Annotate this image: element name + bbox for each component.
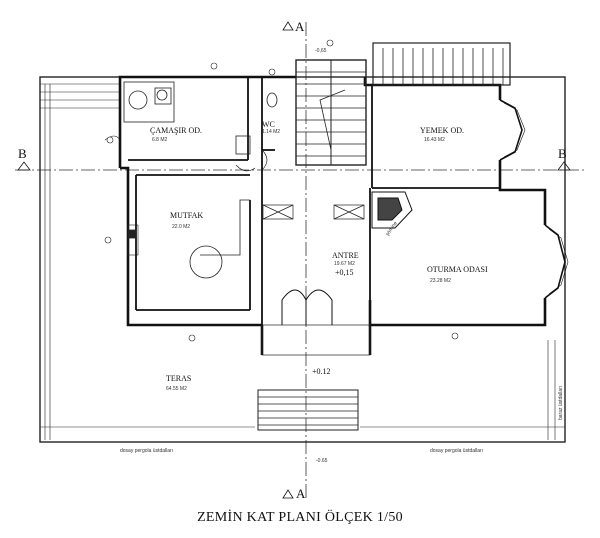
window-markers — [104, 39, 459, 342]
room-label-oturma: OTURMA ODASI — [427, 265, 488, 274]
room-area-yemek: 16.43 M2 — [424, 137, 445, 143]
wardrobes — [262, 204, 365, 220]
room-label-wc: WC — [262, 120, 275, 129]
entrance-platform — [261, 324, 371, 356]
room-label-yemek: YEMEK OD. — [420, 126, 464, 135]
level-bottom: -0.65 — [316, 458, 328, 464]
toilet — [266, 92, 278, 108]
kitchen-fixtures — [127, 199, 250, 279]
dishwasher — [127, 229, 137, 239]
section-marker-b-left: B — [17, 146, 31, 171]
room-area-camasir: 6.8 M2 — [152, 137, 168, 143]
room-label-camasir: ÇAMAŞIR OD. — [150, 126, 202, 135]
svg-text:A: A — [296, 486, 306, 501]
svg-text:B: B — [558, 146, 567, 161]
room-area-wc: 1.14 M2 — [262, 129, 280, 135]
level-antre: +0,15 — [335, 268, 354, 277]
interior-walls — [128, 77, 500, 325]
room-label-antre: ANTRE — [332, 251, 359, 260]
bay-window-yemek — [499, 99, 526, 161]
room-label-teras: TERAS — [166, 374, 191, 383]
note-right: dosay pergola üstdalları — [430, 448, 483, 454]
level-terrace: +0.12 — [312, 367, 331, 376]
fireplace-label: şömine — [385, 220, 399, 237]
note-side: baraz üstdalları — [558, 386, 564, 420]
room-area-teras: 64.55 M2 — [166, 386, 187, 392]
room-area-antre: 19.67 M2 — [334, 261, 355, 267]
section-marker-a-bottom: A — [282, 486, 306, 501]
drawing-title: ZEMİN KAT PLANI ÖLÇEK 1/50 — [197, 510, 403, 525]
room-area-mutfak: 22.0 M2 — [172, 224, 190, 230]
svg-text:A: A — [295, 19, 305, 34]
entrance-doors — [104, 135, 333, 325]
section-marker-a-top: A — [282, 19, 305, 34]
bay-window-oturma — [544, 224, 569, 299]
level-top: -0,65 — [315, 48, 327, 54]
kitchen-island — [189, 245, 223, 279]
staircase — [295, 59, 367, 166]
section-marker-b-right: B — [557, 146, 571, 171]
washing-machine — [128, 90, 148, 110]
room-label-mutfak: MUTFAK — [170, 211, 203, 220]
room-area-oturma: 23.28 M2 — [430, 278, 451, 284]
balcony-railing — [372, 42, 511, 86]
bath-fixtures — [123, 81, 278, 155]
svg-text:B: B — [18, 146, 27, 161]
exterior-steps — [257, 389, 359, 431]
fireplace — [371, 191, 413, 229]
note-left: dosay pergola üstdalları — [120, 448, 173, 454]
